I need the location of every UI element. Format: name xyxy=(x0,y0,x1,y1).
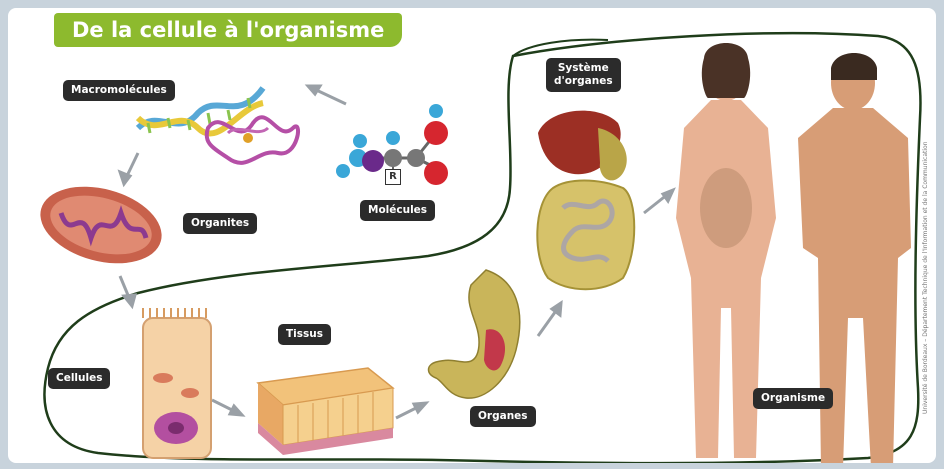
credit-text: Université de Bordeaux – Département Tec… xyxy=(922,108,936,448)
label-systeme-organes: Système d'organes xyxy=(546,58,621,92)
r-group-label: R xyxy=(385,169,401,185)
diagram-canvas: De la cellule à l'organisme Macromolécul… xyxy=(8,8,936,463)
label-organites: Organites xyxy=(183,213,257,234)
label-tissus: Tissus xyxy=(278,324,331,345)
digestive-system xyxy=(537,111,634,290)
cell xyxy=(143,308,211,458)
label-organisme: Organisme xyxy=(753,388,833,409)
stomach xyxy=(429,270,520,398)
protein xyxy=(207,117,298,163)
label-cellules: Cellules xyxy=(48,368,110,389)
label-molecules: Molécules xyxy=(360,200,435,221)
label-macromolecules: Macromolécules xyxy=(63,80,175,101)
tissue xyxy=(258,368,393,455)
page-title: De la cellule à l'organisme xyxy=(54,13,402,47)
mitochondrion xyxy=(32,174,170,276)
label-organes: Organes xyxy=(470,406,536,427)
label-systeme-line2: d'organes xyxy=(554,75,613,87)
label-systeme-line1: Système xyxy=(558,62,609,74)
